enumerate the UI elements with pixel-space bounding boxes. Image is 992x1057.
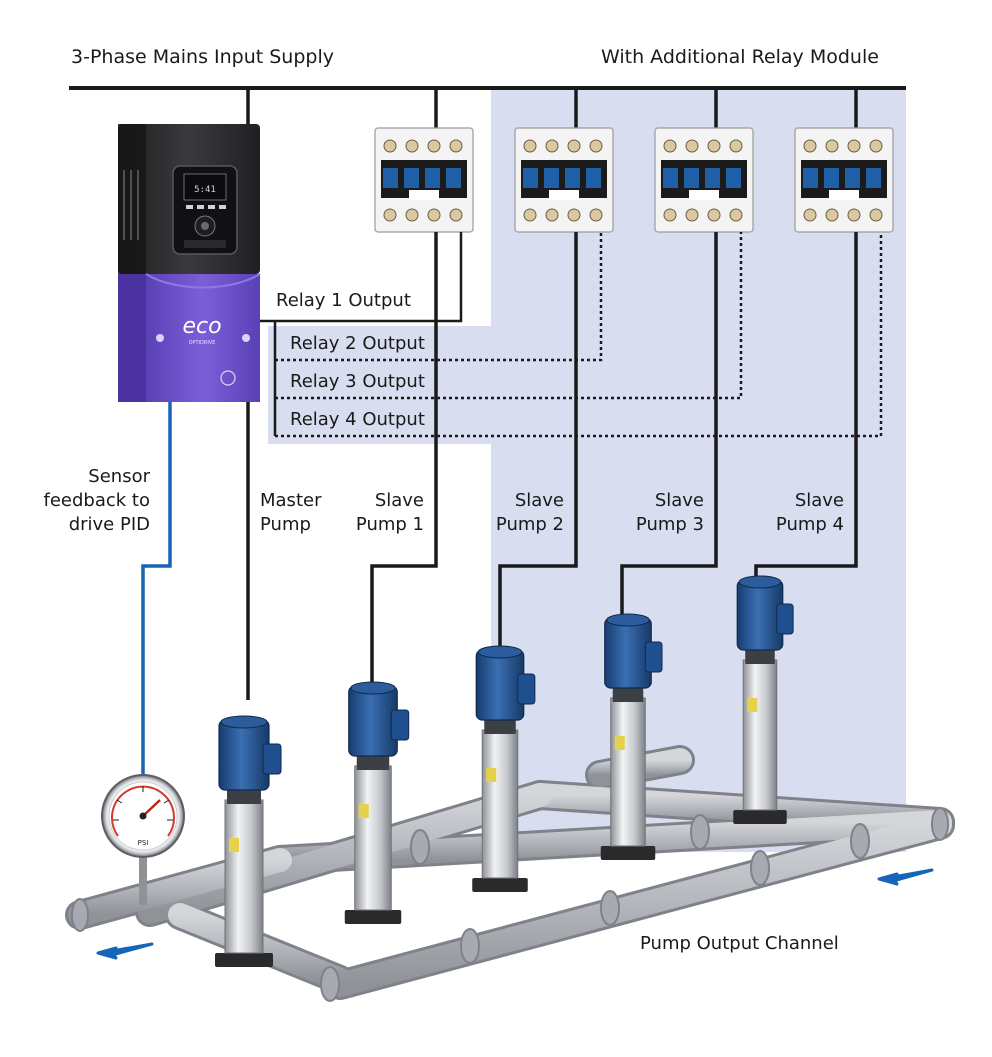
slave-pump-2	[472, 645, 536, 892]
slave-pump-3	[600, 613, 663, 860]
svg-text:drive PID: drive PID	[69, 514, 150, 535]
inflow-arrow-icon	[877, 868, 934, 886]
svg-text:Pump: Pump	[260, 514, 311, 535]
pump-output-channel-label: Pump Output Channel	[640, 933, 839, 954]
svg-text:Slave: Slave	[795, 490, 844, 511]
slave-pump-4	[733, 575, 794, 824]
contactor-group	[374, 127, 894, 233]
pump-group	[215, 575, 794, 967]
sensor-feedback-label: Sensor feedback to drive PID	[44, 466, 151, 535]
relay-4-output-label: Relay 4 Output	[290, 409, 425, 430]
outflow-arrow-icon	[96, 942, 154, 960]
svg-text:Sensor: Sensor	[88, 466, 150, 487]
slave-pump-1-label: Slave Pump 1	[356, 490, 424, 535]
relay-1-output-label: Relay 1 Output	[276, 290, 411, 311]
contactor-relay-4	[794, 127, 894, 233]
contactor-relay-2	[514, 127, 614, 233]
svg-text:feedback to: feedback to	[44, 490, 150, 511]
slave-pump-4-label: Slave Pump 4	[776, 490, 844, 535]
contactor-relay-1	[374, 127, 474, 233]
svg-text:Master: Master	[260, 490, 322, 511]
svg-text:Slave: Slave	[515, 490, 564, 511]
contactor-relay-3	[654, 127, 754, 233]
svg-text:5:41: 5:41	[194, 185, 216, 195]
slave-pump-1	[344, 681, 410, 924]
svg-text:Slave: Slave	[655, 490, 704, 511]
master-pump	[215, 715, 282, 967]
slave-pump-2-label: Slave Pump 2	[496, 490, 564, 535]
svg-text:Pump 4: Pump 4	[776, 514, 844, 535]
relay-3-output-label: Relay 3 Output	[290, 371, 425, 392]
drive-brand-sub: OPTIDRIVE	[189, 340, 216, 346]
gauge-unit: PSI	[138, 839, 149, 847]
slave-pump-3-label: Slave Pump 3	[636, 490, 704, 535]
pump-feed-wires	[370, 232, 858, 690]
relay-2-output-label: Relay 2 Output	[290, 333, 425, 354]
master-pump-label: Master Pump	[260, 490, 322, 535]
svg-text:Pump 2: Pump 2	[496, 514, 564, 535]
svg-text:Pump 3: Pump 3	[636, 514, 704, 535]
pressure-gauge: PSI	[101, 774, 185, 905]
variable-speed-drive: 5:41 eco OPTIDRIVE	[118, 124, 261, 402]
svg-text:Pump 1: Pump 1	[356, 514, 424, 535]
mains-supply-title: 3-Phase Mains Input Supply	[71, 46, 334, 68]
svg-text:Slave: Slave	[375, 490, 424, 511]
relay-module-title: With Additional Relay Module	[601, 46, 879, 68]
relay-output-lines	[260, 232, 883, 438]
drive-brand-mark: eco	[182, 314, 221, 339]
supply-drops	[246, 88, 858, 128]
